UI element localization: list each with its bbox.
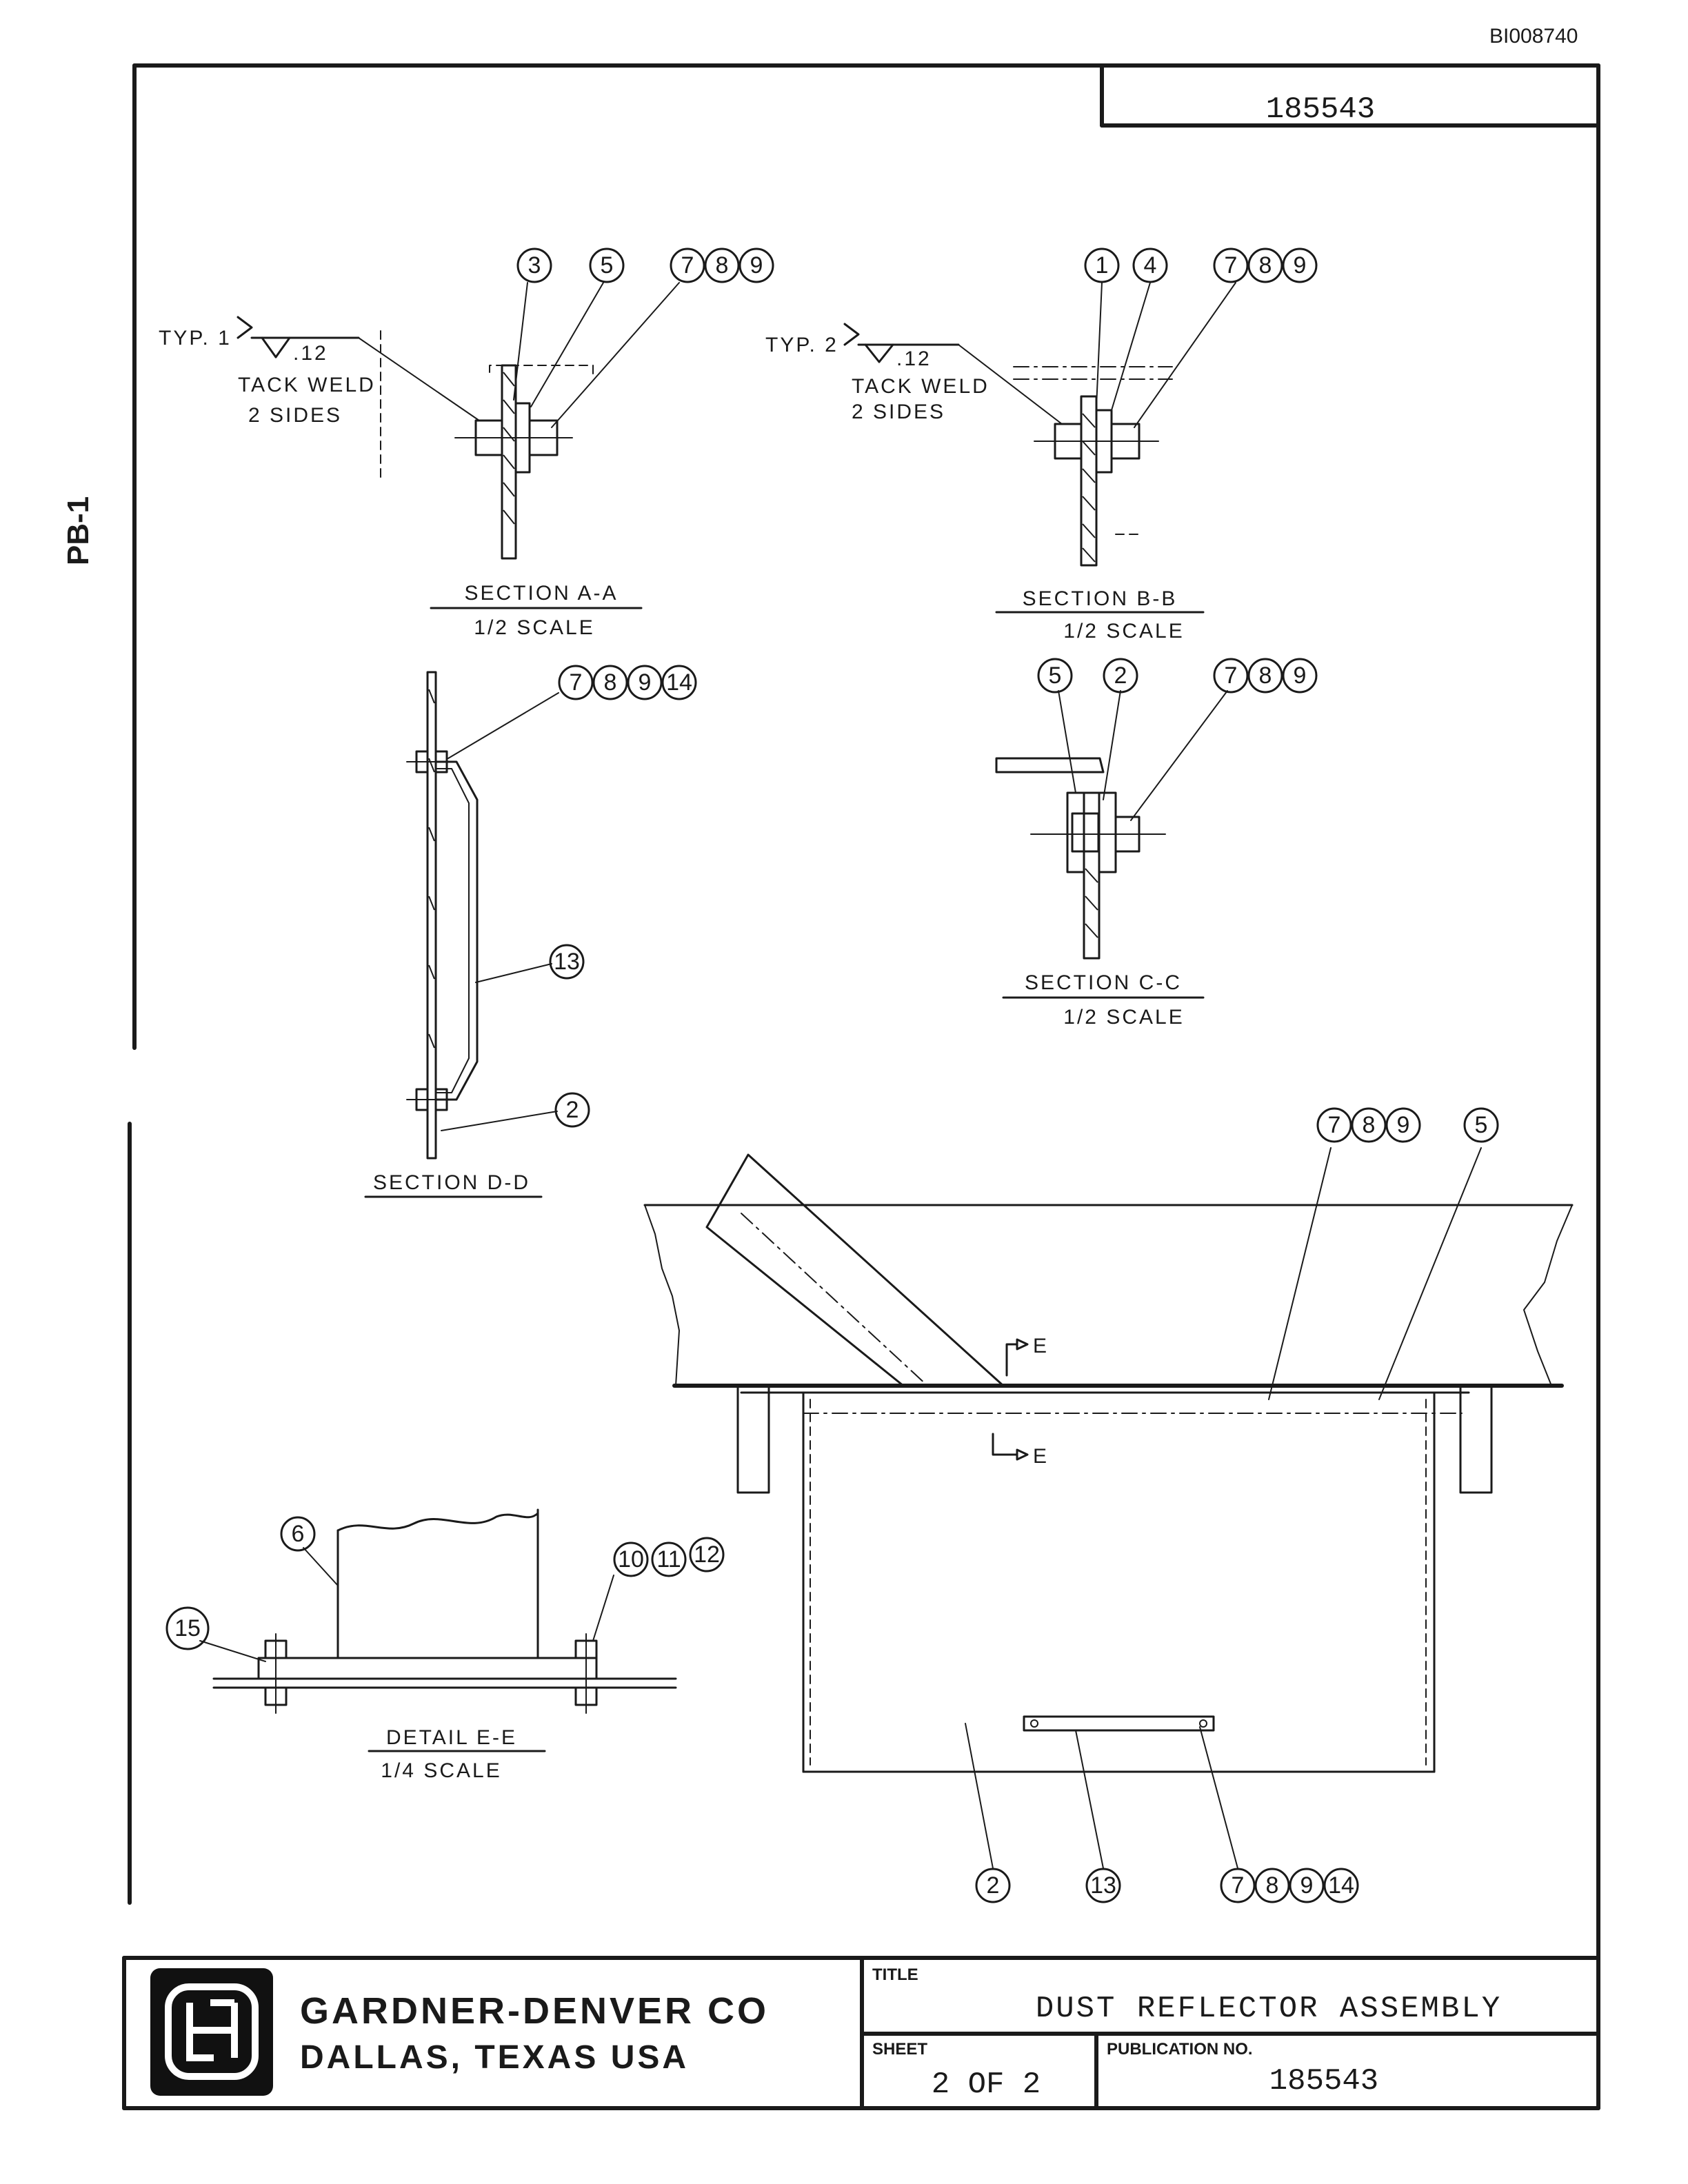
publication-number: 185543 [1269,2064,1378,2099]
main-balloon-top: 8 [1363,1112,1376,1138]
company-location: DALLAS, TEXAS USA [300,2039,689,2076]
section-b-b-balloon: 8 [1259,252,1272,279]
section-b-b-balloon: 4 [1144,252,1157,279]
section-a-a-scale: 1/2 SCALE [474,616,594,639]
section-a-a-balloon: 8 [716,252,729,279]
main-balloon-bottom: 13 [1090,1872,1116,1899]
company-name: GARDNER-DENVER CO [300,1990,769,2032]
main-assembly-view: E E 7 8 9 5 2 13 7 8 9 14 [643,1107,1574,1903]
section-mark-e: E [1033,1445,1049,1468]
section-d-d-title: SECTION D-D [373,1171,530,1194]
section-b-b-balloon: 7 [1225,252,1238,279]
section-b-b-typ: TYP. 2 [765,334,838,356]
section-b-b-weld-note-2: 2 SIDES [852,401,945,423]
section-b-b-title: SECTION B-B [1023,587,1178,610]
publication-label: PUBLICATION NO. [1107,2040,1253,2059]
detail-e-e-balloon: 6 [292,1521,305,1547]
main-balloon-top: 9 [1397,1112,1410,1138]
detail-e-e-balloon: 10 [618,1546,644,1573]
sheet-border [122,63,1600,2110]
detail-e-e-balloon: 11 [656,1546,681,1573]
section-b-b-scale: 1/2 SCALE [1063,620,1184,643]
title-block: GARDNER-DENVER CO DALLAS, TEXAS USA TITL… [122,1956,1600,2110]
section-b-b-weld-size: .12 [896,347,932,370]
section-b-b-balloon: 1 [1096,252,1109,279]
section-mark-e: E [1033,1335,1049,1357]
main-balloon-top: 5 [1475,1112,1488,1138]
section-d-d: 7 8 9 14 13 2 SECTION D-D [364,665,697,1198]
section-c-c-balloon: 7 [1225,663,1238,689]
drawing-number: 185543 [1266,92,1375,127]
detail-e-e: 6 10 11 12 15 DETAIL E-E 1/4 SCALE [165,1508,725,1782]
main-balloon-bottom: 14 [1328,1872,1354,1899]
detail-e-e-balloon: 15 [174,1615,201,1641]
main-balloon-bottom: 9 [1300,1872,1314,1899]
section-a-a-weld-note-2: 2 SIDES [248,404,342,427]
document-id: BI008740 [1489,25,1578,48]
section-a-a-balloon: 9 [750,252,763,279]
detail-e-e-balloon: 12 [694,1541,720,1568]
section-d-d-balloon: 14 [666,669,692,696]
section-d-d-balloon: 2 [566,1097,579,1123]
side-label: PB-1 [61,496,95,565]
section-a-a-weld-size: .12 [293,342,328,365]
section-a-a-weld-note-1: TACK WELD [238,374,376,396]
main-balloon-bottom: 8 [1266,1872,1279,1899]
sheet-label: SHEET [872,2040,927,2059]
main-balloon-bottom: 2 [987,1872,1000,1899]
section-c-c-balloon: 8 [1259,663,1272,689]
section-a-a-balloon: 7 [681,252,694,279]
section-c-c: 5 2 7 8 9 SECTION C-C 1/2 SCALE [995,658,1318,1029]
section-c-c-balloon: 2 [1114,663,1127,689]
section-b-b-weld-note-1: TACK WELD [852,375,989,398]
company-logo [150,1968,273,2096]
section-d-d-balloon: 9 [639,669,652,696]
section-c-c-balloon: 9 [1294,663,1307,689]
section-a-a: TYP. 1 .12 TACK WELD 2 SIDES 3 5 7 8 9 S… [159,247,774,639]
section-a-a-title: SECTION A-A [464,582,618,605]
section-b-b-balloon: 9 [1294,252,1307,279]
detail-e-e-title: DETAIL E-E [386,1726,517,1749]
section-c-c-scale: 1/2 SCALE [1063,1006,1184,1029]
section-d-d-balloon: 7 [570,669,583,696]
drawing-number-box: 185543 [1100,63,1600,128]
title-label: TITLE [872,1965,918,1984]
section-c-c-balloon: 5 [1049,663,1062,689]
drawing-title: DUST REFLECTOR ASSEMBLY [1036,1992,1502,2026]
section-a-a-balloon: 5 [601,252,614,279]
main-balloon-top: 7 [1328,1112,1341,1138]
main-balloon-bottom: 7 [1232,1872,1245,1899]
section-a-a-typ: TYP. 1 [159,327,232,350]
detail-e-e-scale: 1/4 SCALE [381,1759,501,1782]
section-c-c-title: SECTION C-C [1025,971,1182,994]
sheet-number: 2 OF 2 [932,2067,1041,2102]
section-d-d-balloon: 13 [554,949,580,975]
section-d-d-balloon: 8 [604,669,617,696]
section-b-b: TYP. 2 .12 TACK WELD 2 SIDES 1 4 7 8 9 S… [765,247,1318,643]
section-a-a-balloon: 3 [528,252,541,279]
